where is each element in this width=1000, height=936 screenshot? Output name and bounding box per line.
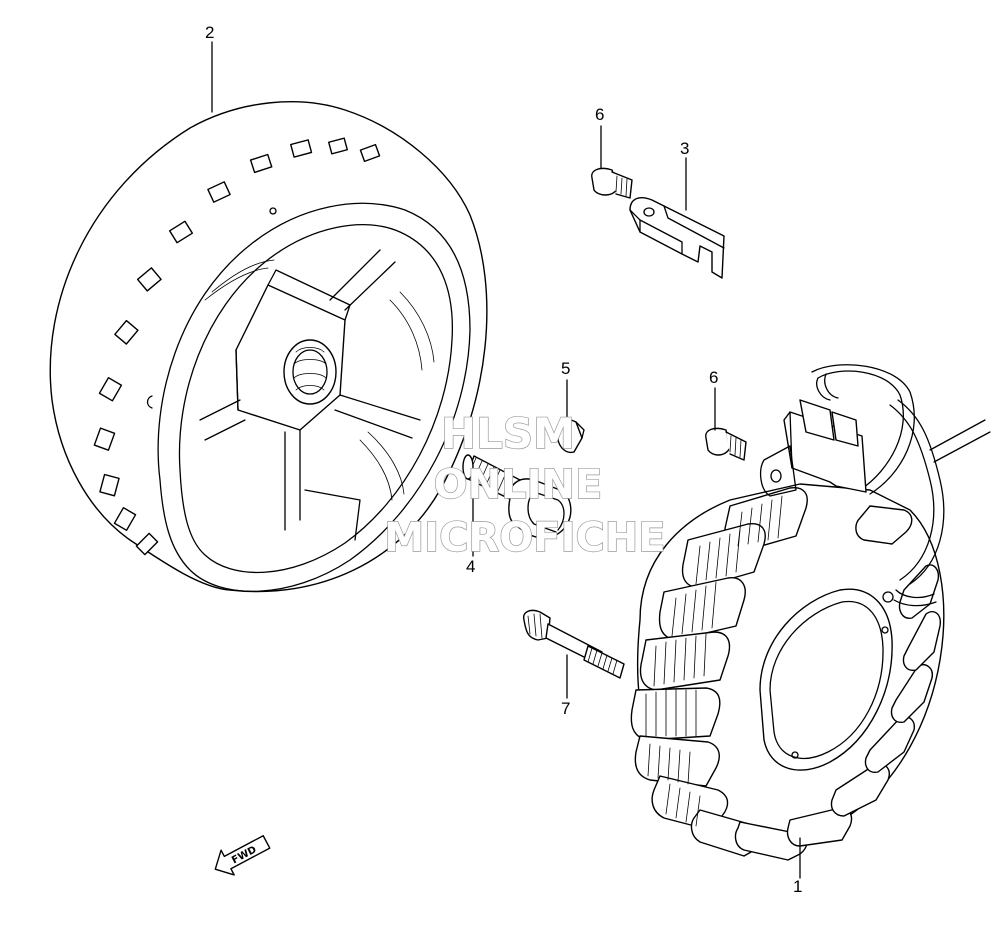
magnet-tabs xyxy=(93,137,381,556)
callout-5: 5 xyxy=(561,359,570,378)
leader-lines xyxy=(211,41,801,879)
callout-6b: 6 xyxy=(709,368,718,387)
callout-7: 7 xyxy=(561,699,570,718)
screw-upper[interactable] xyxy=(591,167,633,199)
callout-1: 1 xyxy=(793,877,802,896)
callout-labels: 1 2 3 4 5 6 6 7 xyxy=(205,23,802,896)
flange-bolt[interactable] xyxy=(462,454,572,539)
fwd-arrow-icon: FWD xyxy=(214,835,271,876)
callout-4: 4 xyxy=(466,557,475,576)
watermark-line-2: ONLINE xyxy=(434,462,603,508)
watermark-line-3: MICROFICHE xyxy=(384,515,665,561)
callout-6a: 6 xyxy=(595,105,604,124)
watermark-line-1: HLSM xyxy=(441,409,575,458)
screw-right[interactable] xyxy=(705,427,747,461)
callout-2: 2 xyxy=(205,23,214,42)
stator-coil[interactable] xyxy=(630,364,991,861)
key[interactable] xyxy=(557,419,585,454)
bracket[interactable] xyxy=(629,197,725,279)
callout-3: 3 xyxy=(680,139,689,158)
watermark: HLSM ONLINE MICROFICHE xyxy=(384,408,667,561)
flywheel-rotor[interactable] xyxy=(49,101,488,593)
stator-bolt[interactable] xyxy=(523,609,625,679)
